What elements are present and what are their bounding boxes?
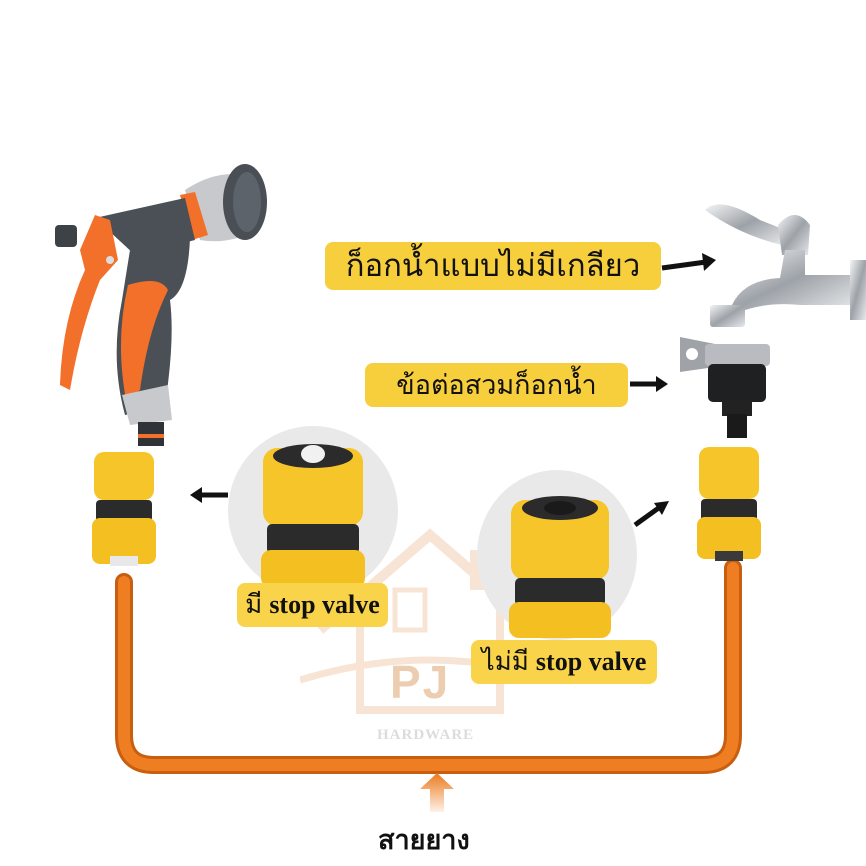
arrow-right-icon: [661, 253, 716, 271]
faucet-icon: [705, 204, 866, 327]
arrow-right-icon: [630, 376, 668, 392]
with-stop-valve-label: มี stop valve: [237, 583, 388, 627]
faucet-label-text: ก็อกน้ำแบบไม่มีเกลียว: [345, 247, 641, 284]
watermark-brand: PJ: [390, 656, 451, 708]
hose-arrow-up-icon: [420, 773, 454, 812]
faucet-label: ก็อกน้ำแบบไม่มีเกลียว: [325, 242, 661, 290]
with-stop-valve-label-en: stop valve: [269, 590, 380, 619]
spray-gun-icon: [55, 164, 267, 446]
without-stop-valve-label-th: ไม่มี: [481, 647, 529, 677]
arrow-up-right-icon: [633, 501, 669, 528]
faucet-adapter-icon: [680, 337, 770, 438]
connector-left-icon: [92, 452, 156, 566]
without-stop-valve-label-en: stop valve: [535, 647, 647, 676]
hose-label: สายยาง: [378, 825, 470, 856]
without-stop-valve-label: ไม่มี stop valve: [471, 640, 657, 684]
arrow-left-icon: [190, 487, 228, 503]
faucet-adapter-label-text: ข้อต่อสวมก็อกน้ำ: [396, 369, 597, 401]
connector-without-stop-valve-icon: [509, 496, 611, 638]
watermark-subtitle: HARDWARE: [377, 727, 475, 743]
with-stop-valve-label-th: มี: [245, 590, 263, 620]
connector-with-stop-valve-icon: [261, 444, 365, 588]
connector-right-icon: [697, 447, 761, 561]
faucet-adapter-label: ข้อต่อสวมก็อกน้ำ: [365, 363, 628, 407]
